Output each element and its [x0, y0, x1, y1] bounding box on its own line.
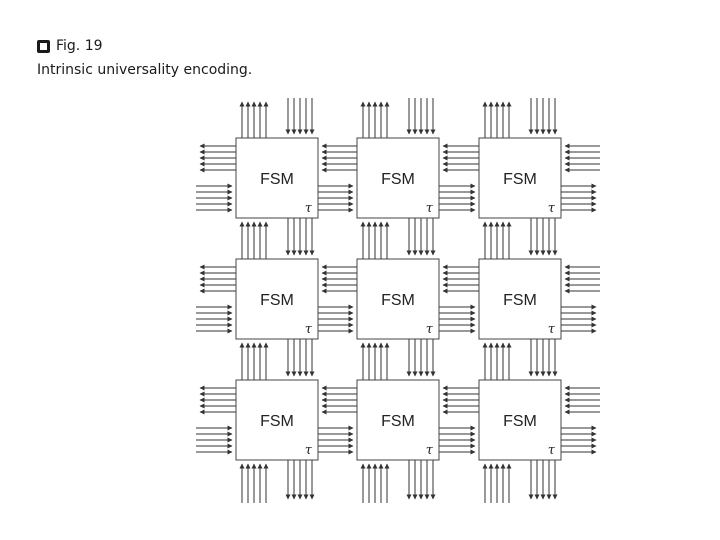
figure-number: Fig. 19: [56, 38, 103, 54]
fsm-box: FSM τ: [356, 379, 440, 461]
fsm-label: FSM: [381, 413, 415, 430]
figure-label: Fig. 19: [37, 38, 103, 54]
fsm-box: FSM τ: [235, 137, 319, 219]
tau-label: τ: [305, 201, 313, 216]
fsm-label: FSM: [503, 171, 537, 188]
fsm-box-border: [235, 137, 319, 219]
fsm-box: FSM τ: [356, 137, 440, 219]
fsm-label: FSM: [260, 292, 294, 309]
tau-label: τ: [548, 322, 556, 337]
fsm-box-border: [478, 137, 562, 219]
fsm-box-border: [356, 137, 440, 219]
fsm-box-border: [235, 379, 319, 461]
fsm-label: FSM: [260, 413, 294, 430]
fsm-box: FSM τ: [235, 379, 319, 461]
fsm-box: FSM τ: [356, 258, 440, 340]
fsm-box: FSM τ: [235, 258, 319, 340]
tau-label: τ: [548, 443, 556, 458]
tau-label: τ: [426, 443, 434, 458]
fsm-box-border: [235, 258, 319, 340]
fsm-label: FSM: [260, 171, 294, 188]
fsm-box-border: [356, 379, 440, 461]
fsm-box-border: [478, 258, 562, 340]
fsm-label: FSM: [503, 413, 537, 430]
fsm-box-border: [356, 258, 440, 340]
tau-label: τ: [426, 322, 434, 337]
figure-caption: Intrinsic universality encoding.: [37, 62, 253, 78]
wire-layer: [196, 98, 600, 503]
tau-label: τ: [426, 201, 434, 216]
fsm-label: FSM: [503, 292, 537, 309]
tau-label: τ: [305, 443, 313, 458]
fsm-label: FSM: [381, 171, 415, 188]
fsm-box: FSM τ: [478, 379, 562, 461]
figure-icon: [37, 39, 50, 53]
tau-label: τ: [548, 201, 556, 216]
fsm-box: FSM τ: [478, 137, 562, 219]
fsm-box-border: [478, 379, 562, 461]
fsm-box: FSM τ: [478, 258, 562, 340]
tau-label: τ: [305, 322, 313, 337]
fsm-label: FSM: [381, 292, 415, 309]
